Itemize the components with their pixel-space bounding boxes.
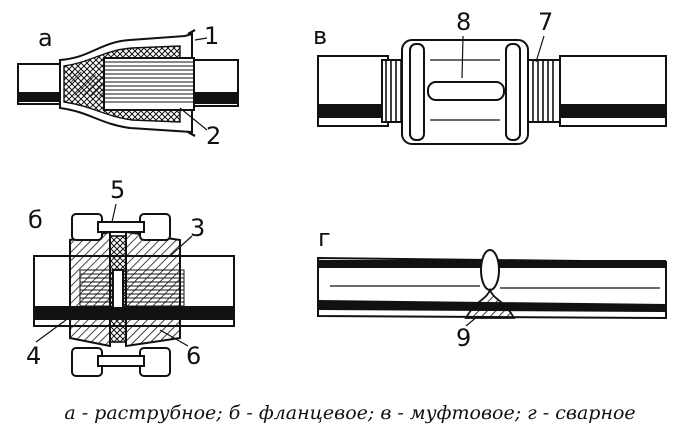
panel-v-coupling-joint: в — [313, 22, 667, 145]
panel-g-letter: г — [318, 224, 331, 252]
panel-a-letter: а — [38, 24, 53, 52]
figure-caption: а - раструбное; б - фланцевое; в - муфто… — [64, 402, 636, 424]
callout-7: 7 — [538, 8, 553, 36]
callout-1: 1 — [204, 22, 219, 50]
callout-6: 6 — [186, 342, 201, 370]
callout-8: 8 — [456, 8, 471, 36]
callout-9: 9 — [456, 324, 471, 352]
callout-4: 4 — [26, 342, 41, 370]
panel-g-welded-joint: г — [317, 224, 667, 320]
panel-b-letter: б — [28, 206, 43, 234]
callout-2: 2 — [206, 122, 221, 150]
panel-v-letter: в — [313, 22, 327, 50]
callout-3: 3 — [190, 214, 205, 242]
panel-b-flange-joint: б — [28, 206, 235, 377]
panel-a-socket-joint: а — [17, 24, 239, 137]
callout-5: 5 — [110, 176, 125, 204]
